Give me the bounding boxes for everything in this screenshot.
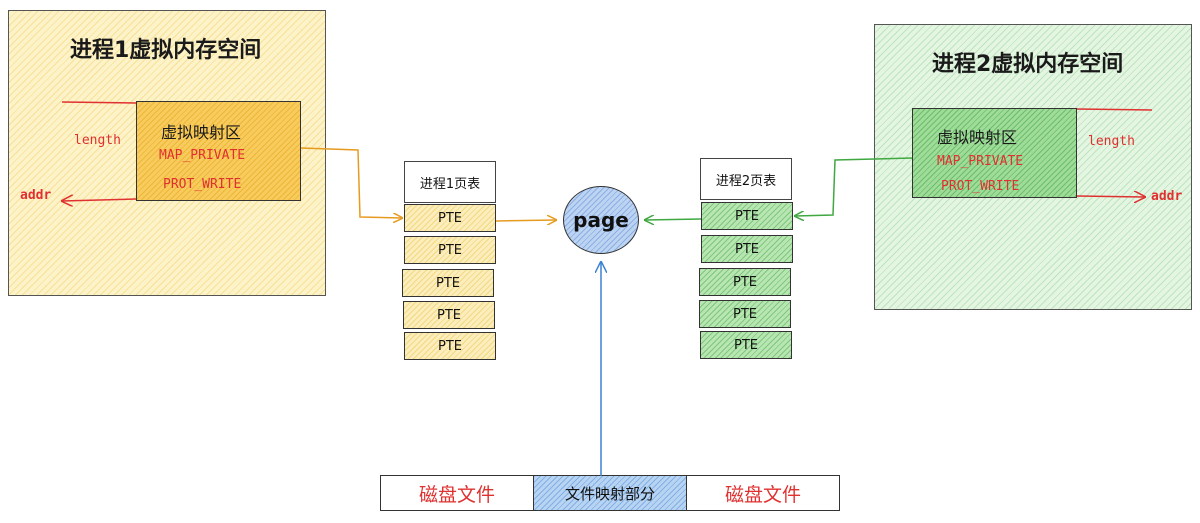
process1-length-label: length	[74, 133, 121, 148]
process2-length-line	[1076, 108, 1153, 111]
pte1-to-page-arrow	[495, 220, 556, 221]
process2-length-label: length	[1088, 134, 1135, 149]
process2-vma-box	[912, 108, 1077, 198]
disk-file-right: 磁盘文件	[686, 475, 840, 511]
process1-vma-title: 虚拟映射区	[161, 123, 242, 142]
page-table2-pte: PTE	[699, 268, 791, 296]
page-table2-pte: PTE	[701, 202, 793, 230]
page-table2-pte: PTE	[699, 300, 791, 328]
page-table1-header: 进程1页表	[404, 161, 496, 203]
page-table1-pte: PTE	[403, 301, 495, 329]
process1-vma-box	[136, 101, 301, 201]
physical-page-node: page	[563, 186, 639, 254]
file-mapped-section: 文件映射部分	[533, 475, 687, 511]
process2-addr-label: addr	[1151, 189, 1183, 204]
page-table1-pte: PTE	[404, 332, 496, 360]
page-table2-pte: PTE	[701, 235, 793, 263]
process1-flag-prot-write: PROT_WRITE	[163, 177, 242, 192]
process2-flag-prot-write: PROT_WRITE	[941, 179, 1020, 194]
process1-addr-label: addr	[20, 188, 52, 203]
page-table2-pte: PTE	[700, 331, 792, 359]
process1-length-line	[61, 101, 137, 104]
process1-flag-map-private: MAP_PRIVATE	[159, 148, 246, 163]
page-table2-header: 进程2页表	[700, 158, 792, 200]
process2-flag-map-private: MAP_PRIVATE	[937, 154, 1024, 169]
page-table1-pte: PTE	[404, 204, 496, 232]
process1-addr-arrow	[62, 199, 137, 201]
process1-to-pte-arrow	[300, 147, 402, 218]
process1-title: 进程1虚拟内存空间	[70, 38, 262, 63]
process2-vma-title: 虚拟映射区	[937, 128, 1018, 147]
process2-addr-arrow	[1076, 196, 1145, 197]
disk-file-left: 磁盘文件	[380, 475, 534, 511]
pte2-to-page-arrow	[645, 219, 702, 220]
process2-to-pte-arrow	[795, 157, 913, 216]
page-table1-pte: PTE	[404, 236, 496, 264]
process2-title: 进程2虚拟内存空间	[932, 52, 1124, 77]
page-table1-pte: PTE	[402, 269, 494, 297]
